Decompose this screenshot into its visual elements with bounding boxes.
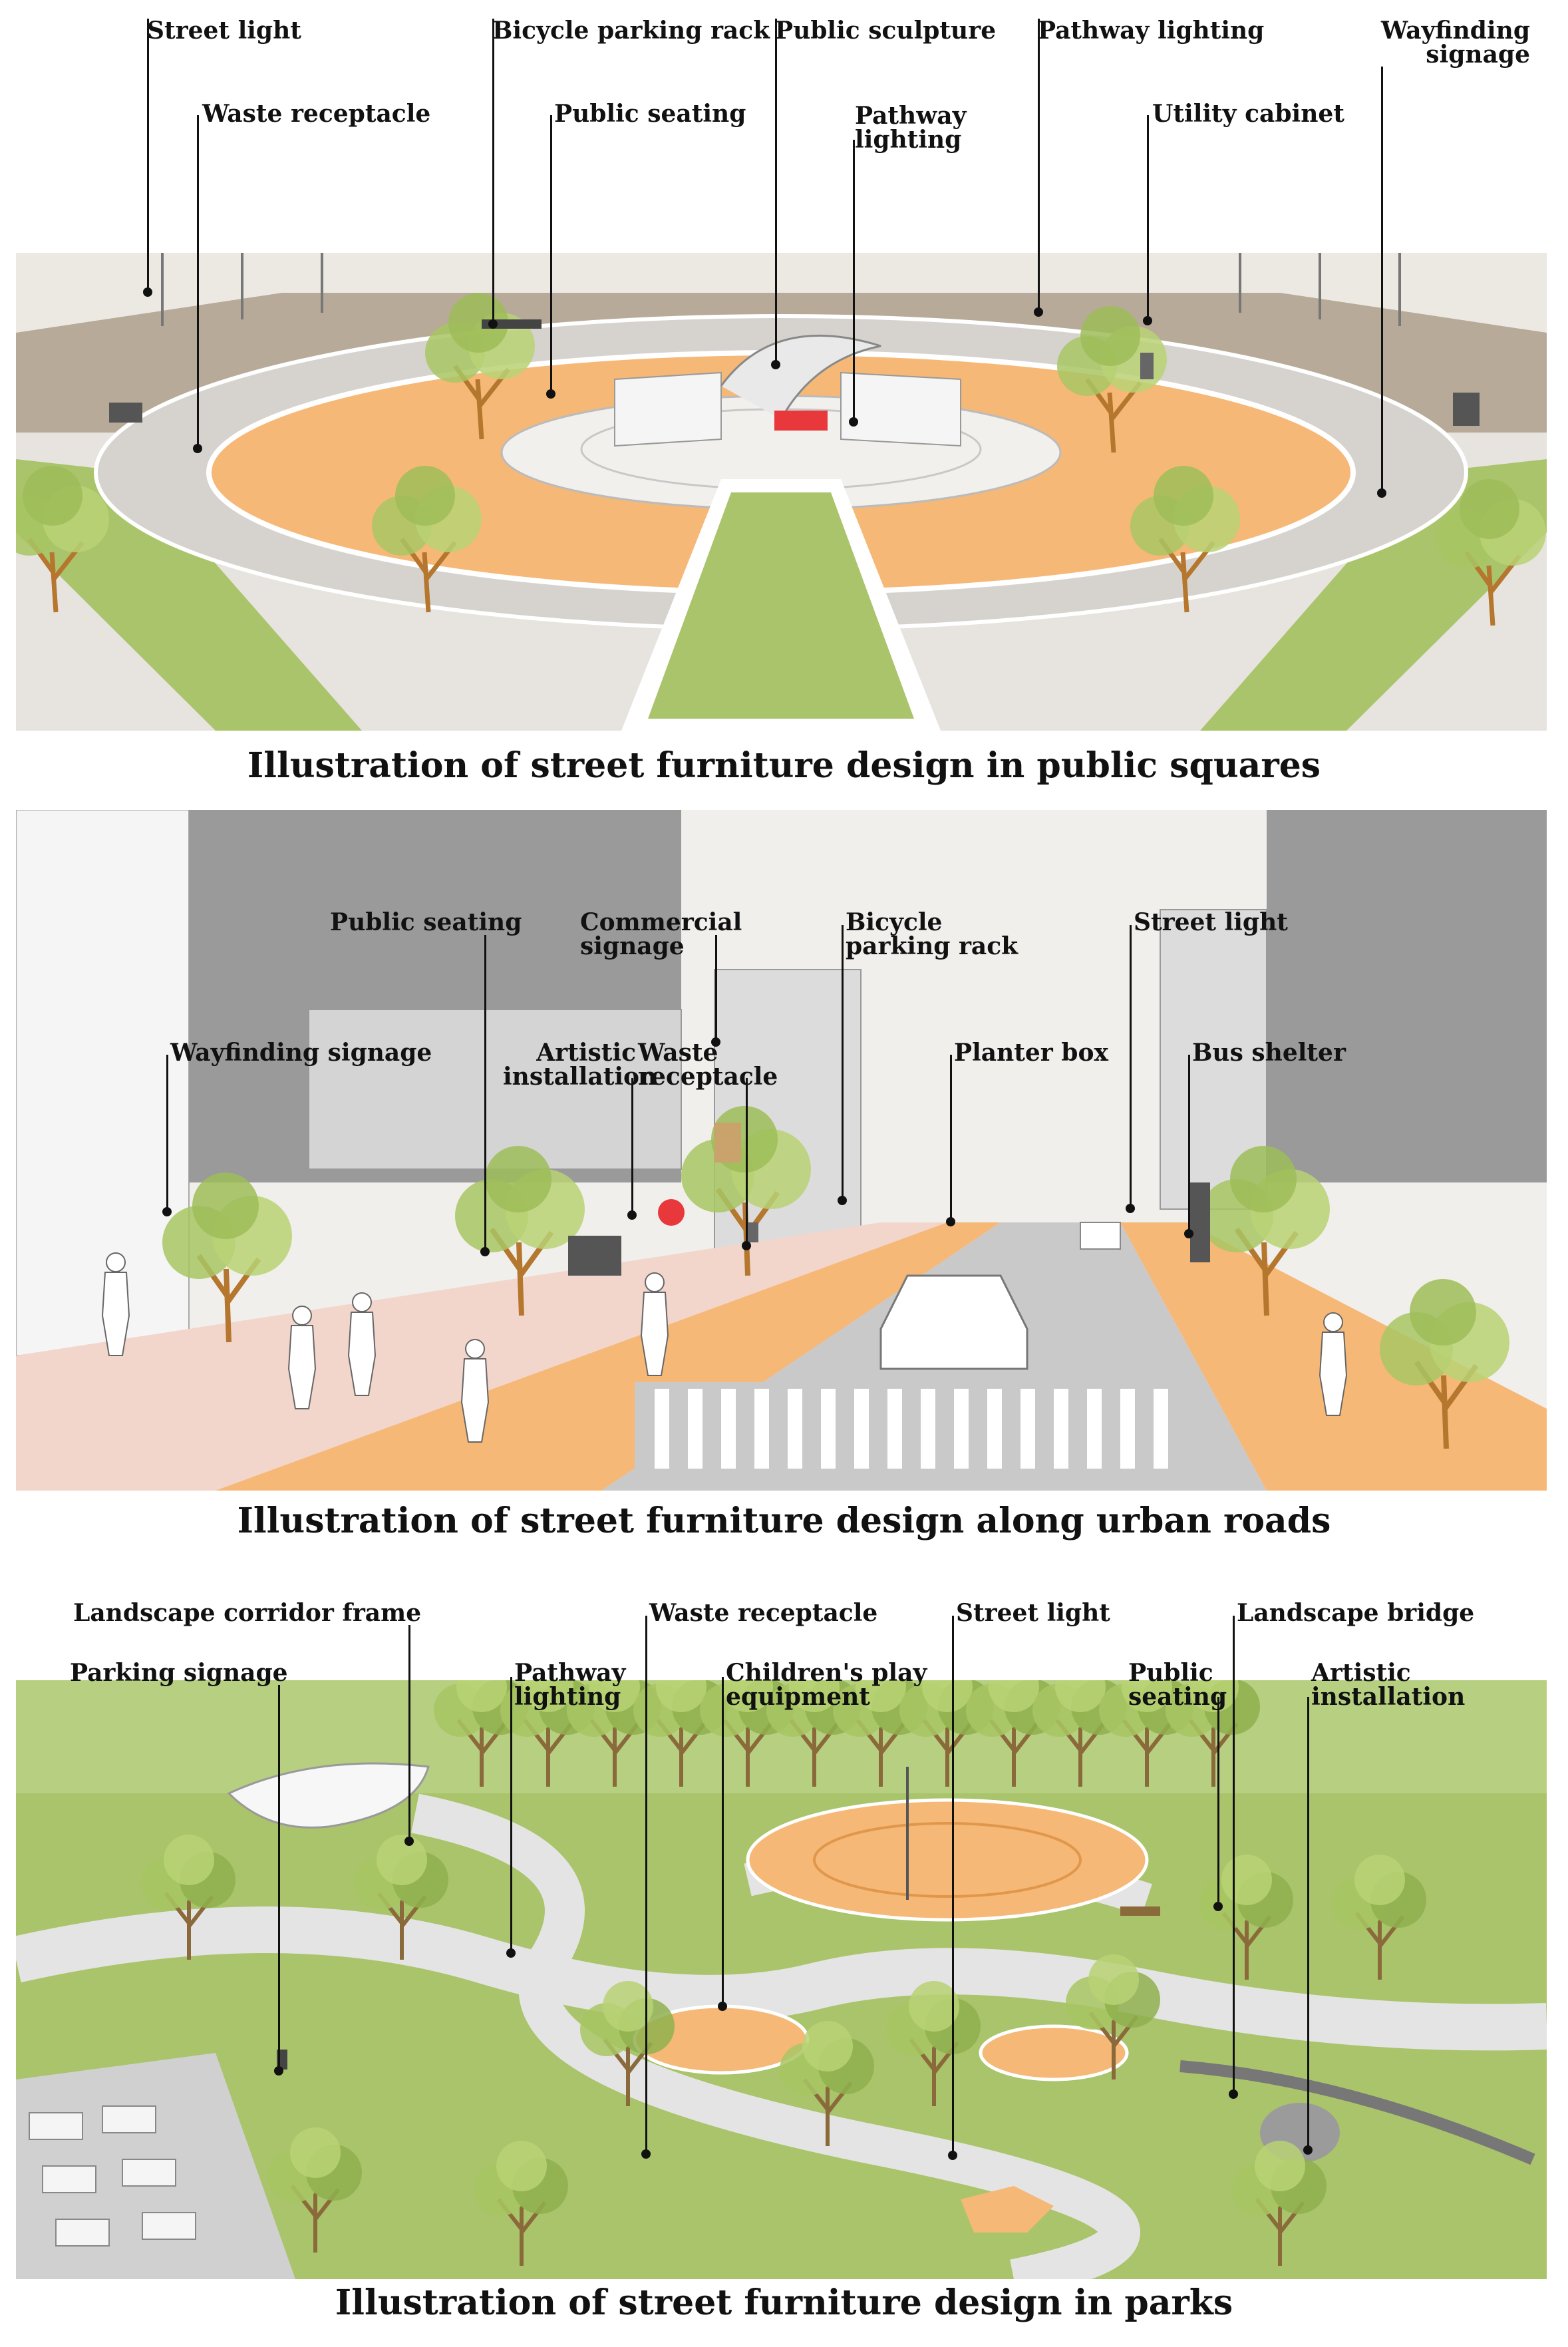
- leader-dot: [274, 2066, 283, 2076]
- label-planter-box: Planter box: [954, 1039, 1108, 1067]
- leader-dot: [742, 1241, 751, 1250]
- leader-dot: [1143, 316, 1152, 325]
- label-bus-shelter: Bus shelter: [1192, 1039, 1346, 1067]
- label-pathway-lighting-2: Pathway lighting: [1038, 17, 1265, 45]
- label-pathway-lighting: Pathway lighting: [514, 1659, 626, 1711]
- label-pathway-lighting-1: Pathway lighting: [855, 102, 967, 154]
- leader-dot: [162, 1207, 172, 1216]
- leader-dot: [193, 444, 202, 453]
- label-utility-cabinet: Utility cabinet: [1152, 100, 1344, 128]
- leader-dot: [627, 1210, 637, 1220]
- building-right: [1267, 810, 1547, 1182]
- label-bicycle-parking-rack: Bicycle parking rack: [846, 908, 1019, 960]
- leader-dot: [1213, 1902, 1223, 1911]
- label-artistic-installation: Artistic installation: [1311, 1659, 1466, 1711]
- planter-box: [568, 1236, 621, 1276]
- label-childrens-play-equipment: Children's play equipment: [726, 1659, 927, 1711]
- panel-urban-road: [16, 810, 1547, 1491]
- orange-bike-lane: [216, 1222, 1001, 1491]
- label-landscape-corridor-frame: Landscape corridor frame: [73, 1599, 422, 1627]
- label-commercial-signage: Commercial signage: [580, 908, 742, 960]
- bench: [1120, 1906, 1160, 1916]
- public-sculpture: [720, 334, 881, 420]
- label-street-light: Street light: [956, 1599, 1110, 1627]
- play-area: [979, 2024, 1129, 2081]
- label-artistic-installation: Artistic installation: [503, 1039, 657, 1091]
- car: [879, 1274, 1028, 1370]
- building-left: [16, 810, 190, 1356]
- orange-amphitheater: [746, 1798, 1149, 1922]
- leader-dot: [718, 2002, 727, 2011]
- leader-dot: [506, 1948, 516, 1958]
- label-street-light: Street light: [147, 17, 301, 45]
- label-public-seating: Public seating: [554, 100, 746, 128]
- octagon-play-area: [961, 2186, 1054, 2233]
- central-lawn: [648, 492, 914, 719]
- commercial-sign: [714, 1123, 741, 1163]
- sculpture-wall-left: [614, 371, 722, 447]
- caption-urban-roads: Illustration of street furniture design …: [237, 1501, 1331, 1541]
- label-bicycle-parking-rack: Bicycle parking rack: [492, 17, 770, 45]
- wayfinding-sign: [1453, 393, 1480, 426]
- leader-dot: [948, 2151, 957, 2160]
- leader-dot: [1126, 1204, 1135, 1213]
- leader-dot: [711, 1037, 720, 1047]
- artistic-installation: [658, 1199, 685, 1226]
- bus-shelter: [1190, 1182, 1210, 1262]
- leader-dot: [946, 1217, 955, 1226]
- park-path: [411, 1793, 1140, 2279]
- wayfinding-sign: [109, 403, 142, 423]
- leader-dot: [1184, 1229, 1193, 1238]
- waste-receptacle: [748, 1222, 758, 1242]
- parked-cars: [29, 2105, 196, 2247]
- public-square-illustration: [16, 253, 1547, 731]
- label-waste-receptacle: Waste receptacle: [638, 1039, 778, 1091]
- leader-dot: [849, 417, 858, 427]
- label-public-seating: Public seating: [1128, 1659, 1227, 1711]
- sculpture-red-base: [774, 411, 828, 431]
- caption-parks: Illustration of street furniture design …: [335, 2282, 1233, 2323]
- car-distant: [1080, 1222, 1121, 1250]
- leader-dot: [1229, 2089, 1238, 2099]
- landscape-bridge: [1179, 2060, 1535, 2165]
- utility-cabinet: [1140, 353, 1154, 379]
- leader-dot: [1303, 2145, 1313, 2155]
- leader-dot: [1034, 307, 1043, 317]
- caption-public-squares: Illustration of street furniture design …: [247, 745, 1321, 786]
- leader-dot: [546, 389, 555, 399]
- label-street-light: Street light: [1134, 908, 1288, 936]
- label-parking-signage: Parking signage: [70, 1659, 288, 1687]
- leader-dot: [488, 319, 498, 329]
- label-public-sculpture: Public sculpture: [775, 17, 997, 45]
- label-waste-receptacle: Waste receptacle: [202, 100, 431, 128]
- leader-dot: [641, 2149, 651, 2159]
- label-waste-receptacle: Waste receptacle: [649, 1599, 878, 1627]
- leader-dot: [143, 287, 152, 297]
- panel-public-square: [16, 253, 1547, 731]
- park-path: [16, 1906, 1547, 2051]
- leader-dot: [838, 1196, 847, 1205]
- park-illustration: [16, 1680, 1547, 2279]
- label-public-seating: Public seating: [330, 908, 522, 936]
- leader-dot: [1377, 488, 1386, 498]
- panel-park: [16, 1680, 1547, 2279]
- leader-dot: [480, 1247, 490, 1256]
- leader-dot: [771, 360, 780, 369]
- label-wayfinding-signage: Wayfinding signage: [170, 1039, 432, 1067]
- label-landscape-bridge: Landscape bridge: [1237, 1599, 1475, 1627]
- label-wayfinding-signage: Wayfinding signage: [1380, 17, 1530, 69]
- leader-dot: [404, 1837, 414, 1846]
- urban-road-illustration: [16, 810, 1547, 1491]
- crosswalk: [635, 1382, 1207, 1475]
- sculpture-wall-right: [840, 371, 961, 447]
